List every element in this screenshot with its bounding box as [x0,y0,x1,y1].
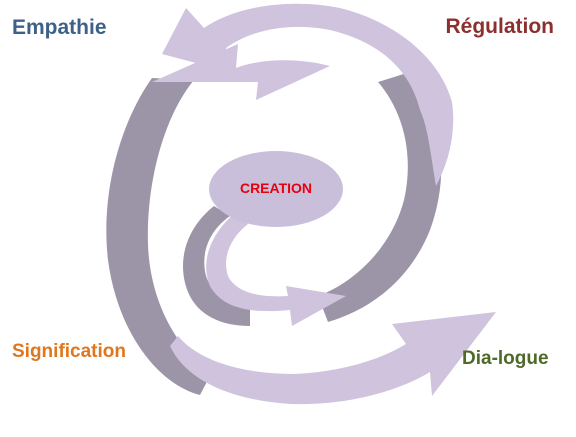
creation-ellipse [209,151,343,227]
center-label-creation: CREATION [239,180,313,196]
label-signification: Signification [12,341,126,362]
outer-ribbon-left-back [106,78,212,395]
arrow-inner [206,212,346,326]
label-dialogue: Dia-logue [462,348,549,369]
label-regulation: Régulation [445,15,555,38]
arrow-top [162,3,454,187]
inner-curl-back [183,206,250,326]
label-empathie: Empathie [12,16,107,39]
arrow-top-head [152,44,330,100]
arrow-bottom [170,312,496,405]
inner-ribbon-right-back [318,72,442,322]
